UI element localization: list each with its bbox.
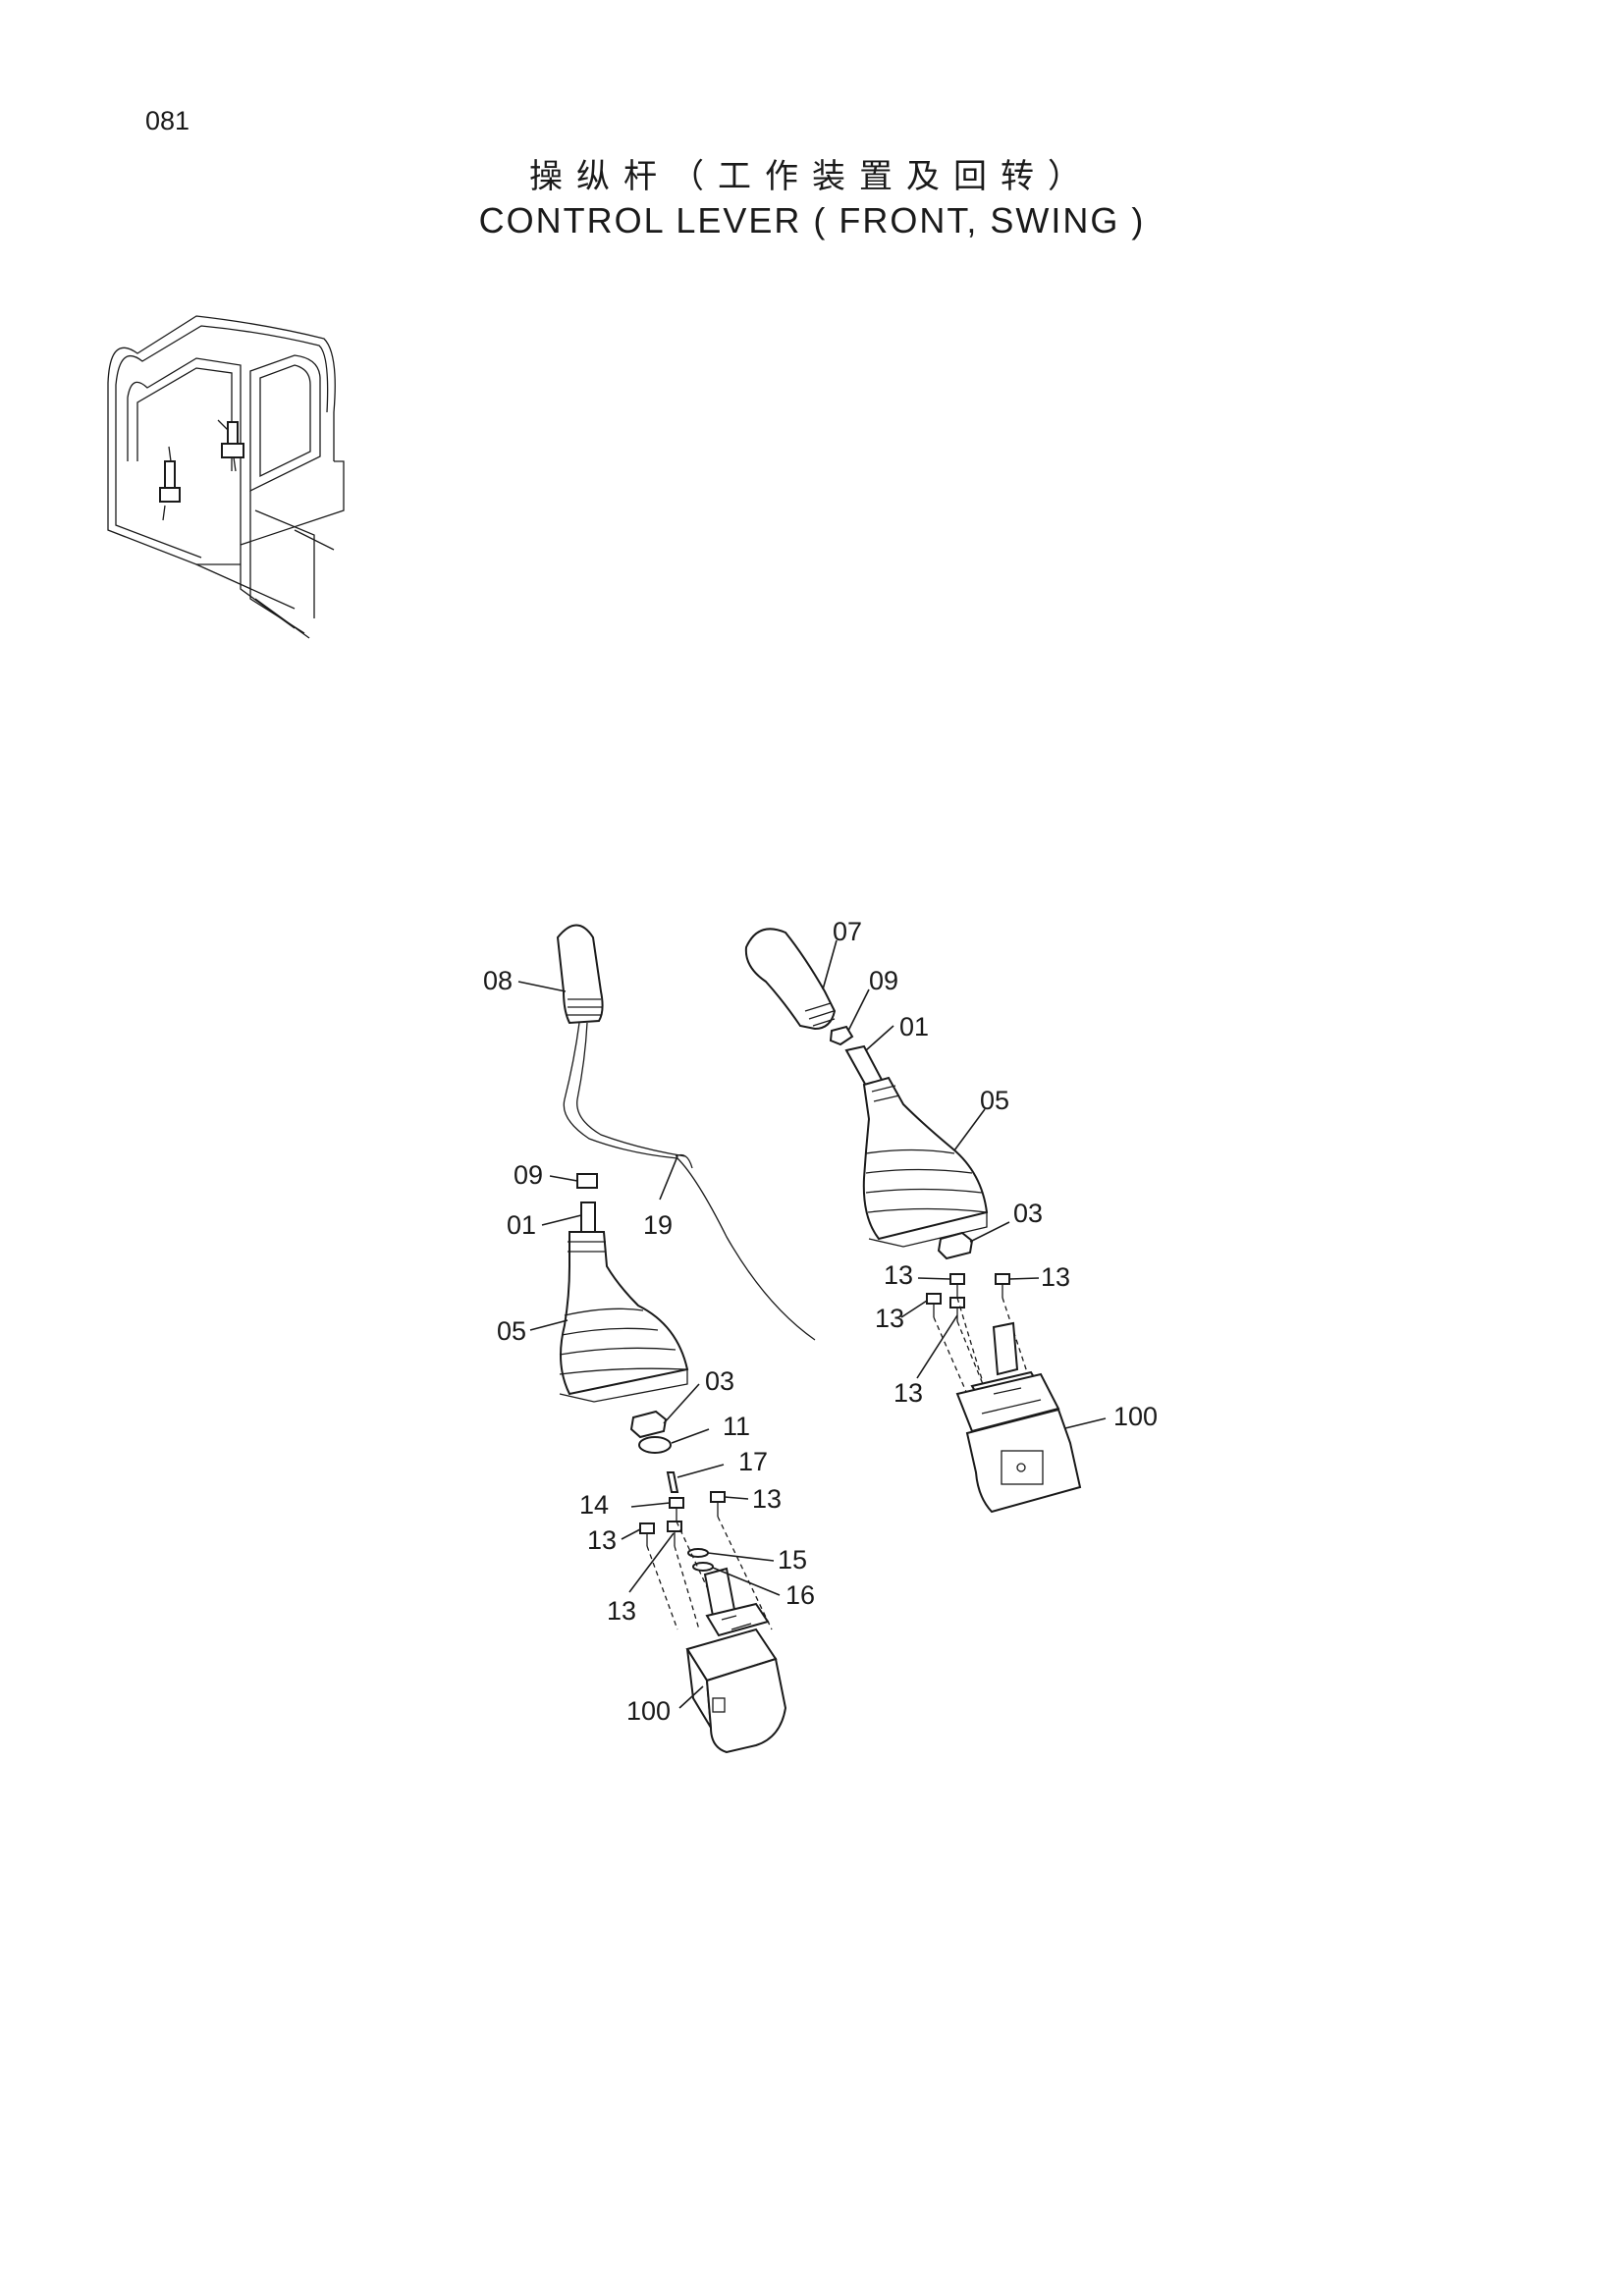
label-16: 16 xyxy=(785,1580,815,1610)
page-title-english: CONTROL LEVER ( FRONT, SWING ) xyxy=(478,200,1146,240)
o-ring-15 xyxy=(687,1548,709,1558)
nut-03 xyxy=(629,1410,668,1439)
label-08: 08 xyxy=(483,966,513,995)
label-100-right: 100 xyxy=(1113,1402,1158,1431)
bolt-13-right xyxy=(710,1491,726,1517)
label-05: 05 xyxy=(497,1316,526,1346)
grip-07 xyxy=(744,928,837,1031)
rubber-boot-05 xyxy=(560,1231,689,1396)
label-100-left: 100 xyxy=(626,1696,671,1726)
label-17: 17 xyxy=(738,1447,768,1476)
pin-17 xyxy=(666,1471,679,1493)
cab-location-illustration xyxy=(107,315,345,639)
label-13-a: 13 xyxy=(752,1484,782,1514)
grip-08 xyxy=(556,924,604,1025)
label-01-right: 01 xyxy=(899,1012,929,1041)
pilot-valve-100 xyxy=(685,1567,787,1754)
bolt-14 xyxy=(669,1497,684,1522)
nut-09 xyxy=(829,1025,854,1046)
bolt-13-right xyxy=(995,1273,1010,1298)
bolt-13-top xyxy=(949,1273,965,1298)
spring-16 xyxy=(692,1562,714,1572)
bolt-13-lower xyxy=(949,1297,965,1321)
label-13-right-a: 13 xyxy=(884,1260,913,1290)
label-11: 11 xyxy=(723,1412,750,1441)
bolt-13-lower xyxy=(667,1521,682,1546)
label-07: 07 xyxy=(833,917,862,946)
label-13-c: 13 xyxy=(607,1596,636,1626)
washer-11 xyxy=(638,1436,672,1454)
nut-03 xyxy=(937,1231,974,1260)
leader-lines xyxy=(517,939,1107,1709)
label-13-right-c: 13 xyxy=(875,1304,904,1333)
label-01: 01 xyxy=(507,1210,536,1240)
rubber-boot-05 xyxy=(862,1076,989,1241)
label-05-right: 05 xyxy=(980,1086,1009,1115)
shaft-01 xyxy=(844,1044,884,1088)
label-13-right-b: 13 xyxy=(1041,1262,1070,1292)
page-number: 081 xyxy=(145,106,190,135)
page-title-chinese: 操纵杆（工作装置及回转） xyxy=(529,157,1095,196)
label-03-right: 03 xyxy=(1013,1199,1043,1228)
label-13-b: 13 xyxy=(587,1525,617,1555)
shaft-01 xyxy=(580,1201,596,1233)
callout-labels: 08 09 01 19 05 03 11 17 14 13 13 13 15 1… xyxy=(483,917,1158,1726)
wire-harness-19 xyxy=(563,1022,816,1341)
label-09: 09 xyxy=(514,1160,543,1190)
bolt-13-left xyxy=(926,1293,942,1317)
pilot-valve-100 xyxy=(955,1321,1082,1514)
label-09-right: 09 xyxy=(869,966,898,995)
label-15: 15 xyxy=(778,1545,807,1575)
right-lever-assembly xyxy=(744,928,1082,1514)
nut-09 xyxy=(576,1173,598,1189)
label-14: 14 xyxy=(579,1490,609,1520)
label-13-right-d: 13 xyxy=(893,1378,923,1408)
label-03: 03 xyxy=(705,1366,734,1396)
bolt-13-left xyxy=(639,1522,655,1546)
label-19: 19 xyxy=(643,1210,673,1240)
left-lever-assembly xyxy=(556,924,816,1754)
